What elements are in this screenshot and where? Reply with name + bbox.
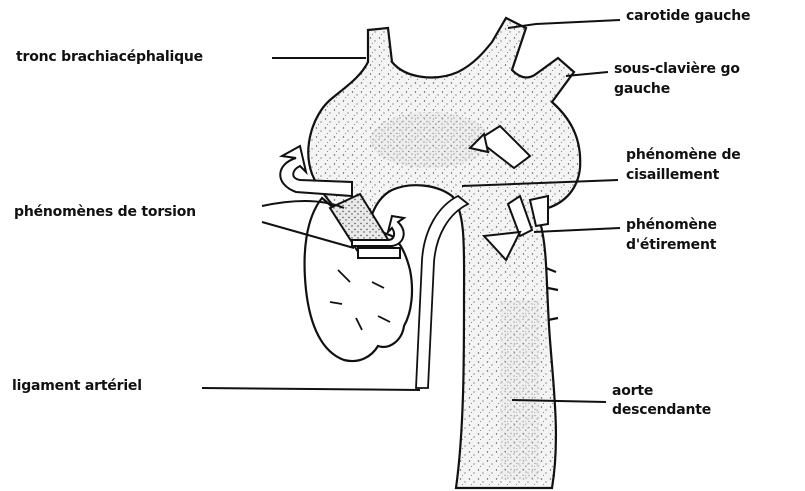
label-cisaillement-line2: cisaillement [626, 166, 719, 185]
arch-shading [370, 112, 490, 168]
leader-ligament [202, 388, 420, 390]
descending-shading [500, 300, 540, 480]
label-torsion: phénomènes de torsion [14, 203, 196, 222]
ligament-arteriel-shape [416, 196, 468, 388]
label-etirement-line2: d'étirement [626, 236, 716, 255]
label-tronc-brachiocephalique: tronc brachiacéphalique [16, 48, 203, 67]
label-aorte-line1: aorte [612, 382, 653, 401]
label-sous-claviere-line2: gauche [614, 80, 670, 99]
label-sous-claviere-line1: sous-clavière go [614, 60, 740, 79]
label-ligament-arteriel: ligament artériel [12, 377, 142, 396]
leader-etirement [534, 228, 620, 232]
label-etirement-line1: phénomène [626, 216, 717, 235]
label-aorte-line2: descendante [612, 401, 711, 420]
label-carotide-gauche: carotide gauche [626, 7, 750, 26]
label-cisaillement-line1: phénomène de [626, 146, 741, 165]
